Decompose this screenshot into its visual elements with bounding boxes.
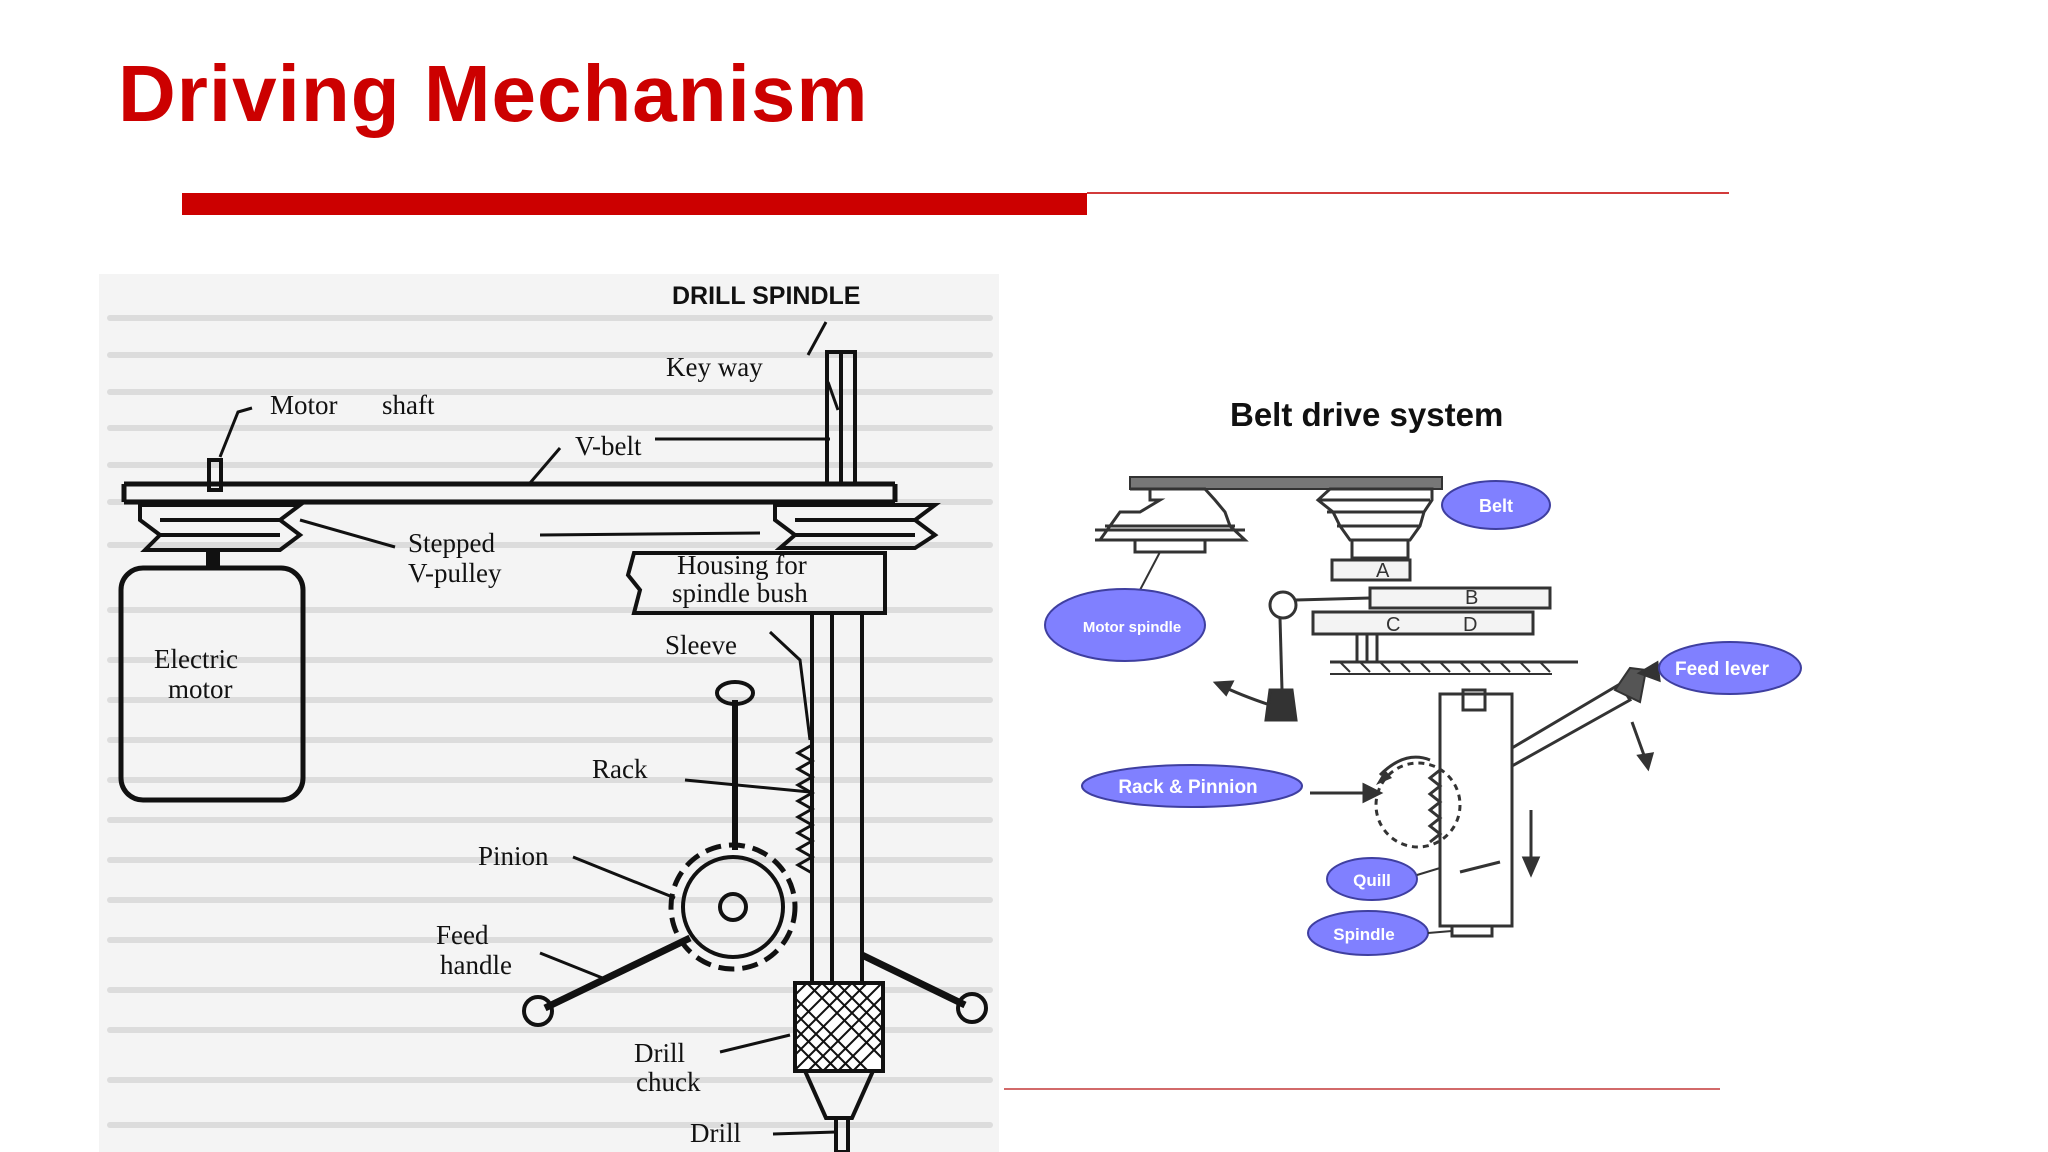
spindle-badge-label: Spindle	[1333, 925, 1394, 944]
right-diagram: Belt drive system A B	[1044, 396, 1802, 956]
belt-badge-label: Belt	[1479, 496, 1513, 516]
shaft-label: shaft	[382, 390, 435, 420]
gear-letters: A B C D	[1376, 560, 1478, 636]
v-pulley-label: V-pulley	[408, 558, 502, 588]
motor-shaft	[207, 458, 223, 492]
motor-pulley-cone	[1095, 487, 1249, 554]
quill-badge-label: Quill	[1353, 871, 1391, 890]
spindle-badge: Spindle	[1307, 910, 1429, 956]
belt-drive-title: Belt drive system	[1230, 396, 1503, 433]
quill-body	[1438, 688, 1514, 938]
belt-band	[1129, 476, 1443, 490]
rotation-arrow	[1378, 755, 1431, 777]
title-underline-thin	[1087, 192, 1729, 194]
handle-label: handle	[440, 950, 512, 980]
key-way-label: Key way	[666, 352, 763, 382]
feed-lever-handle	[1510, 666, 1648, 769]
right-stepped-pulley	[773, 503, 941, 550]
pinion-label: Pinion	[478, 841, 549, 871]
feed-lever-badge-label: Feed lever	[1675, 659, 1770, 680]
gear-letter-b: B	[1465, 587, 1478, 609]
rotation-arrowhead	[1376, 770, 1392, 785]
motor-spindle-badge: Motor spindle	[1044, 588, 1206, 662]
motor-coupling	[206, 550, 220, 570]
rack-teeth	[794, 743, 816, 875]
gear-stack	[1311, 558, 1552, 636]
electric-label: Electric	[154, 644, 238, 674]
drill-spindle-heading: DRILL SPINDLE	[672, 282, 860, 310]
chuck-label: chuck	[636, 1067, 701, 1097]
rack-pinion-badge: Rack & Pinnion	[1081, 764, 1303, 808]
rod-knob	[715, 680, 755, 706]
housing-for-label: Housing for	[677, 550, 807, 580]
right-rack-teeth	[1427, 768, 1443, 844]
drill-bit-label: Drill	[690, 1118, 741, 1148]
sleeve-label: Sleeve	[665, 630, 737, 660]
rack-label: Rack	[592, 754, 648, 784]
spindle-pulley-cone	[1315, 487, 1434, 560]
drill-label: Drill	[634, 1038, 685, 1068]
quill-badge: Quill	[1326, 857, 1418, 901]
leader-lines	[218, 321, 840, 1136]
motor-label: Motor	[270, 390, 338, 420]
feed-lever-badge: Feed lever	[1658, 641, 1802, 695]
bracket-hatch	[1339, 661, 1551, 673]
feed-handle-left-knob	[522, 995, 554, 1027]
stepped-label: Stepped	[408, 528, 495, 558]
feed-handle-left	[543, 934, 692, 1012]
gear-letter-c: C	[1386, 614, 1400, 636]
v-belt-label: V-belt	[575, 431, 642, 461]
motor-spindle-badge-label: Motor spindle	[1083, 619, 1181, 636]
drill-bit	[834, 1118, 850, 1152]
bottom-divider	[1004, 1088, 1720, 1090]
gear-letter-a: A	[1376, 560, 1390, 582]
drill-chuck	[793, 981, 885, 1120]
feed-label: Feed	[436, 920, 489, 950]
pinion-dashed-circle	[1374, 761, 1462, 849]
left-diagram: DRILL SPINDLE Key way Motor shaft V-belt…	[99, 274, 999, 1152]
spindle-bush-label: spindle bush	[672, 578, 808, 608]
feed-handle-right	[860, 951, 967, 1009]
drill-spindle-shaft	[825, 350, 857, 486]
feed-handle-right-knob	[956, 992, 988, 1024]
quill-leader	[1416, 867, 1441, 876]
gear-letter-d: D	[1463, 614, 1477, 636]
motion-arrows	[1212, 660, 1671, 878]
motor2-label: motor	[168, 674, 233, 704]
left-stepped-pulley	[138, 503, 306, 552]
spindle-stem	[1355, 634, 1379, 662]
belt-badge: Belt	[1441, 480, 1551, 530]
spindle-housing	[625, 551, 887, 615]
spindle-leader	[1427, 930, 1453, 934]
motor-spindle-leader	[1139, 551, 1161, 591]
slide-title: Driving Mechanism	[118, 49, 869, 138]
title-underline-thick	[182, 193, 1087, 215]
speed-lever	[1264, 590, 1371, 722]
rack-pinion-badge-label: Rack & Pinnion	[1118, 777, 1257, 798]
v-belt	[121, 481, 898, 505]
